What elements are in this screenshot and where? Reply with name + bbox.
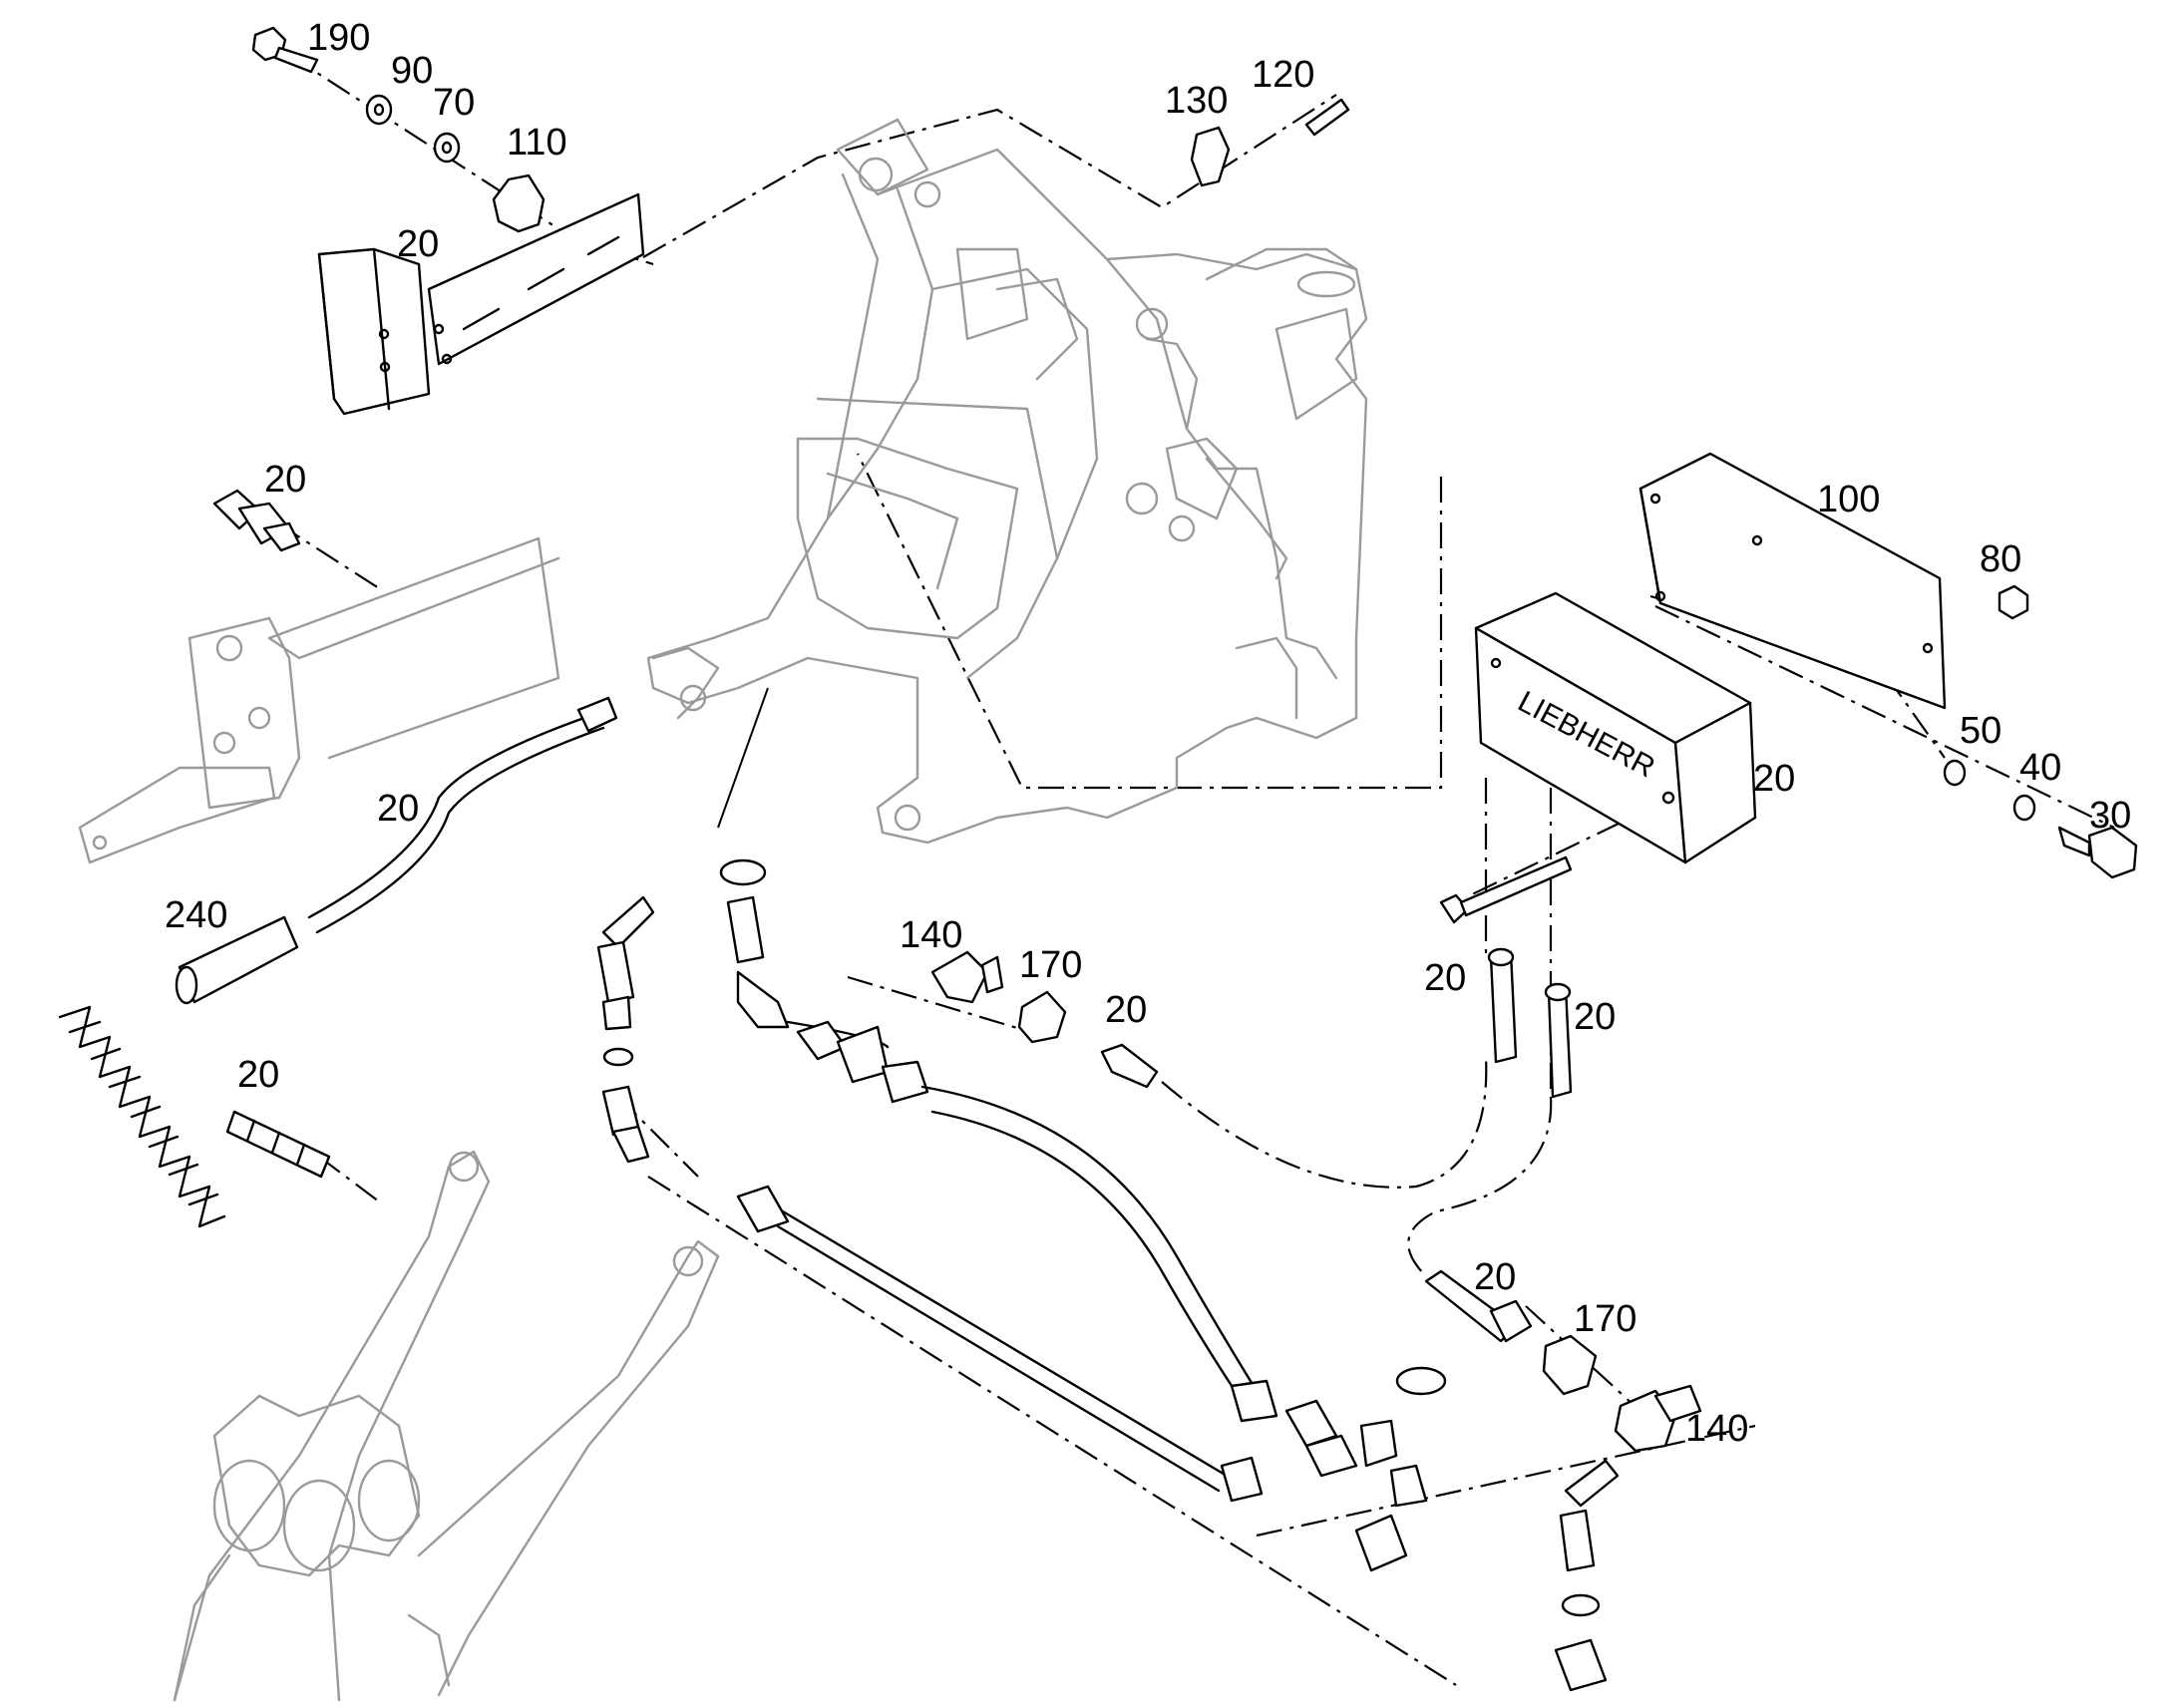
front-frame <box>646 118 1368 845</box>
washer-70 <box>433 132 461 164</box>
bolt-30 <box>2057 826 2138 879</box>
label-70: 70 <box>433 82 475 124</box>
label-190: 190 <box>307 17 370 59</box>
label-20-lower-pipe: 20 <box>1474 1256 1516 1298</box>
nut-170-upper <box>1017 990 1067 1044</box>
label-240: 240 <box>165 894 227 936</box>
long-bolt <box>1439 855 1573 924</box>
tee-140-upper <box>930 950 989 1004</box>
label-20-vert-right: 20 <box>1574 996 1616 1038</box>
coil-spring <box>58 1005 331 1228</box>
item-labels: 190 90 70 110 20 130 120 20 100 80 20 50… <box>165 17 2131 1450</box>
label-100: 100 <box>1817 479 1880 520</box>
nut-170-lower <box>1542 1334 1598 1396</box>
label-20-box: 20 <box>1753 758 1795 800</box>
label-130: 130 <box>1165 80 1228 122</box>
fitting-top-left <box>212 489 301 552</box>
hydraulic-left <box>596 858 1447 1572</box>
label-40: 40 <box>2019 747 2061 789</box>
liebherr-box: LIEBHERR <box>1474 591 1757 864</box>
label-170-upper: 170 <box>1019 944 1082 986</box>
label-30: 30 <box>2089 795 2131 837</box>
label-50: 50 <box>1960 710 2001 752</box>
bolt-190 <box>251 26 319 74</box>
hose-sleeve <box>175 696 618 1005</box>
washer-90 <box>365 94 393 126</box>
screw-120 <box>1304 98 1350 137</box>
label-90: 90 <box>391 50 433 92</box>
label-20-hose: 20 <box>377 788 419 830</box>
nut-80 <box>1998 584 2029 620</box>
label-20-fitting: 20 <box>264 459 306 501</box>
label-110: 110 <box>507 122 567 164</box>
clip-110 <box>492 173 545 233</box>
label-20-vert-left: 20 <box>1424 957 1466 999</box>
label-140-lower: 140 <box>1685 1408 1748 1450</box>
label-20-spring: 20 <box>237 1054 279 1096</box>
hardware <box>212 26 2138 924</box>
label-20-bracket: 20 <box>397 223 439 265</box>
label-20-upper-pipe: 20 <box>1105 989 1147 1031</box>
fittings-lower <box>1424 1269 1702 1692</box>
label-170-lower: 170 <box>1574 1298 1636 1340</box>
cylinder-arm <box>78 536 560 864</box>
label-80: 80 <box>1980 538 2021 580</box>
cab-bracket <box>317 192 645 416</box>
label-140-upper: 140 <box>900 914 962 956</box>
clip-130 <box>1190 126 1231 187</box>
label-120: 120 <box>1252 54 1314 96</box>
washer-40 <box>2012 794 2036 822</box>
washer-50 <box>1943 759 1967 787</box>
fittings-upper <box>930 947 1573 1099</box>
lift-arm <box>173 1150 720 1702</box>
cover-plate-100 <box>1638 452 1947 710</box>
